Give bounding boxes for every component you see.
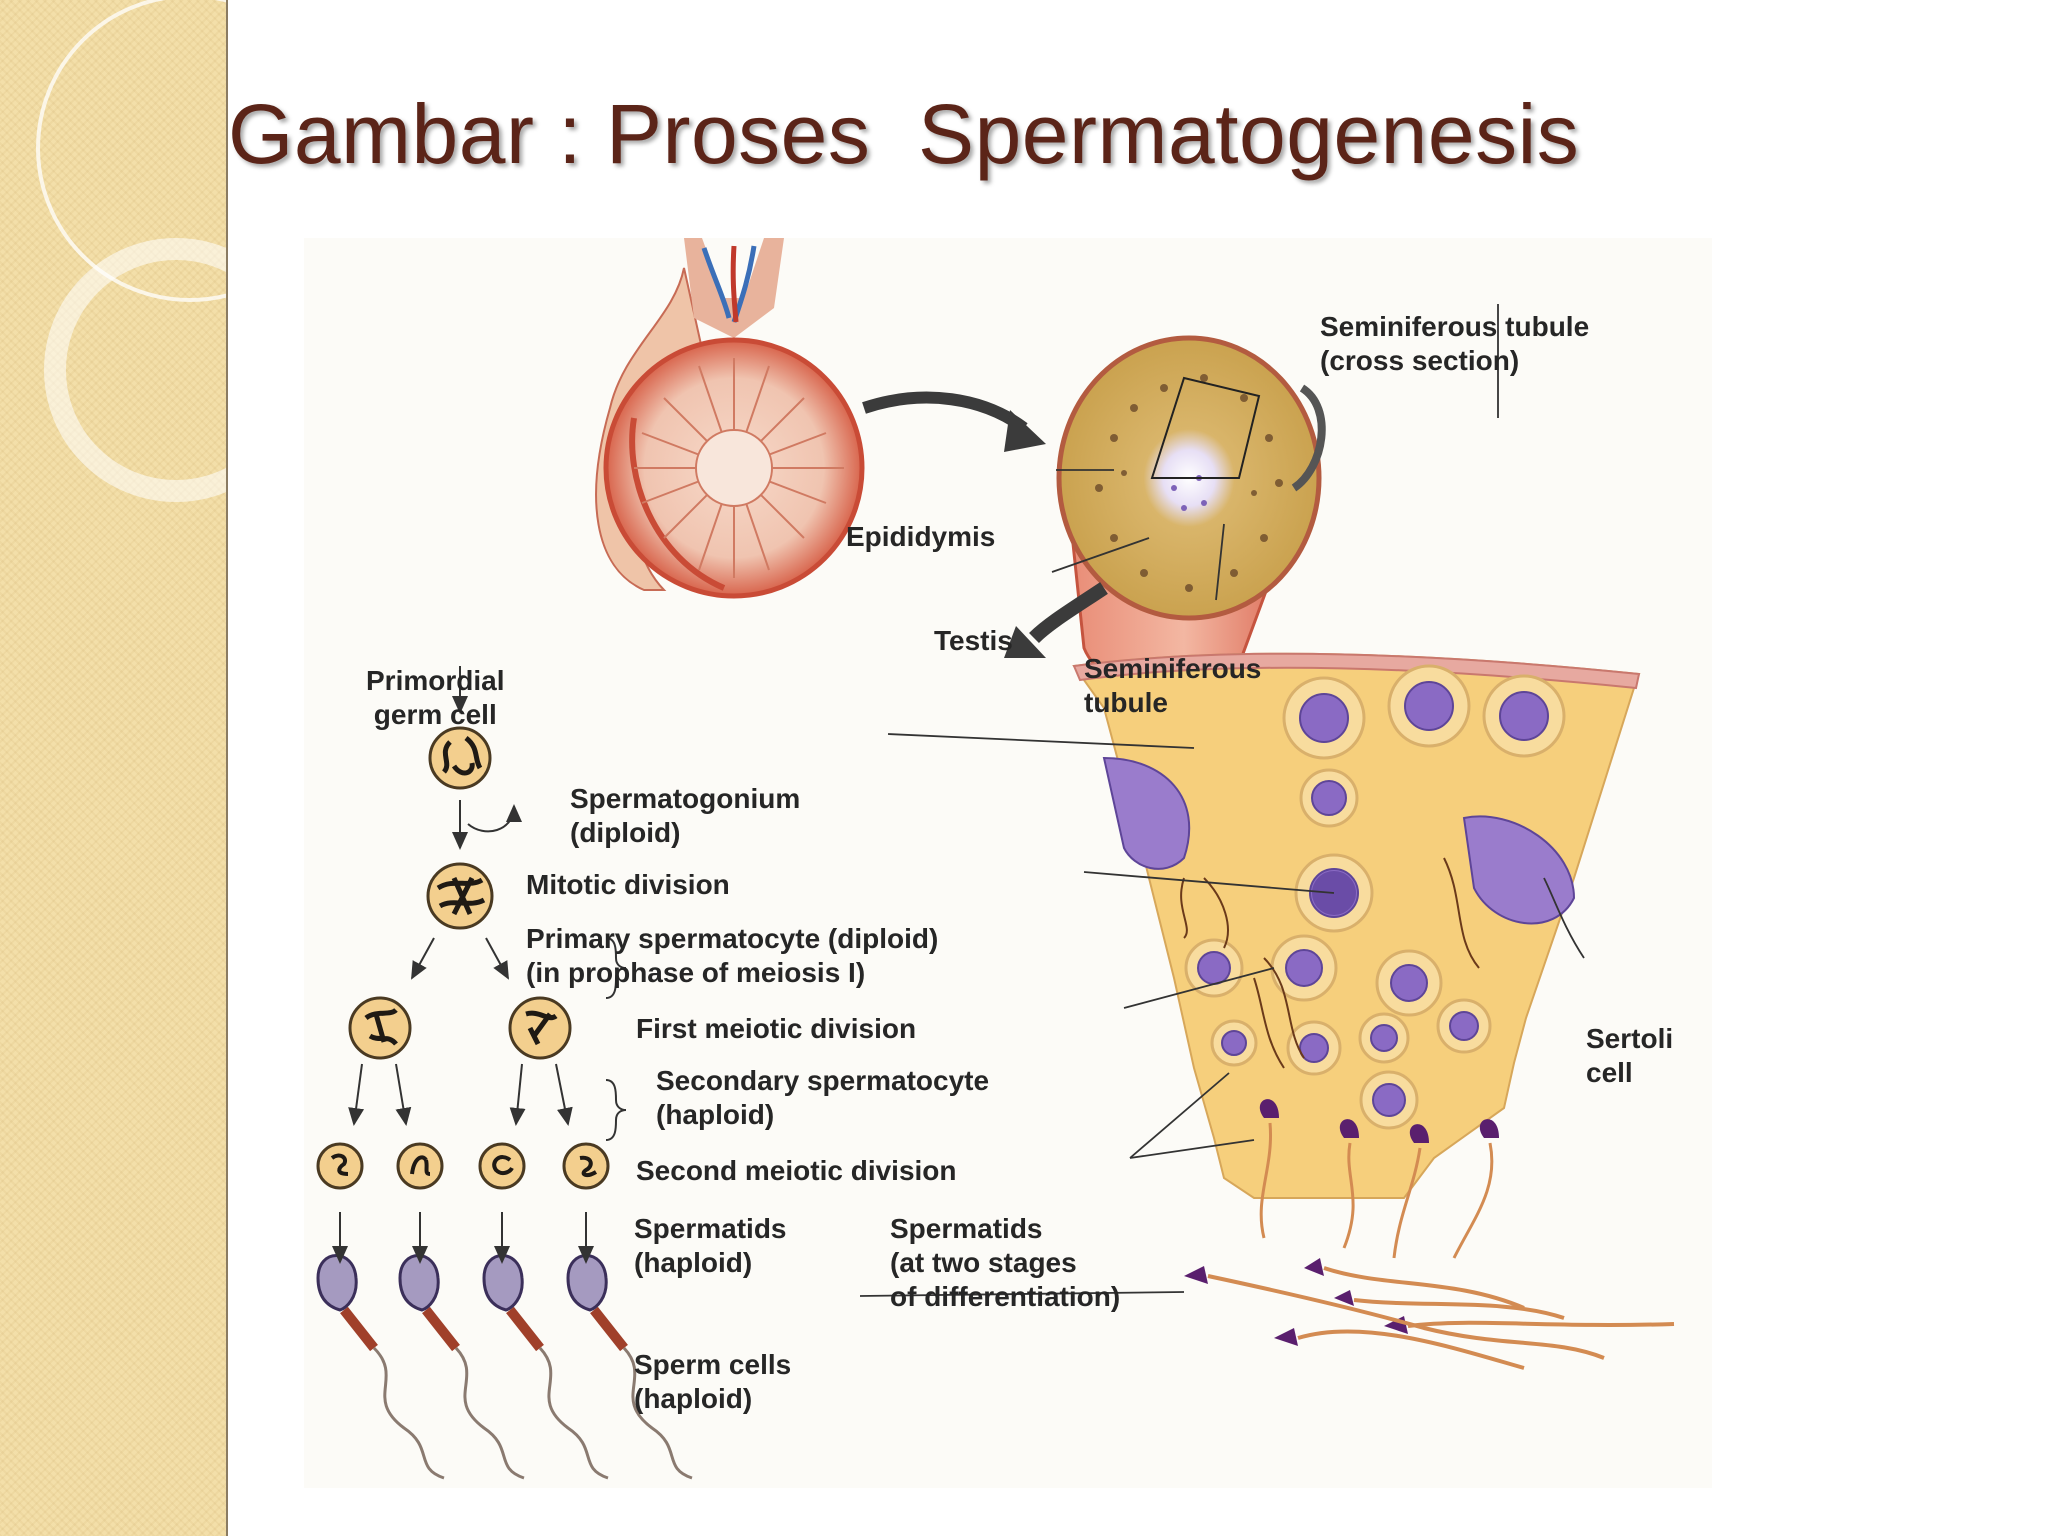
decorative-ring xyxy=(44,238,226,502)
leader-lines xyxy=(859,304,1585,1297)
figure-labels: Seminiferous tubule(cross section) Epidi… xyxy=(304,238,1712,1488)
cell-lineage xyxy=(316,726,693,1480)
tubule-cross-section xyxy=(1056,335,1326,697)
label-secondary-spermatocyte: Secondary spermatocyte(haploid) xyxy=(656,1065,990,1130)
bracket-second-meiotic xyxy=(605,1079,627,1141)
testis-illustration xyxy=(595,238,865,599)
label-spermatogonium: Spermatogonium(diploid) xyxy=(570,783,801,848)
bracket-first-meiotic xyxy=(605,937,627,999)
label-sperm-cells: Sperm cells(haploid) xyxy=(634,1349,792,1414)
label-second-meiotic-division: Second meiotic division xyxy=(636,1155,957,1186)
label-first-meiotic-division: First meiotic division xyxy=(636,1013,917,1044)
label-testis: Testis xyxy=(934,625,1013,656)
label-mitotic-division: Mitotic division xyxy=(526,869,730,900)
lineage-arrows xyxy=(332,666,594,1264)
label-epididymis: Epididymis xyxy=(846,521,996,552)
figure-drawing xyxy=(316,238,1675,1480)
epithelium-wedge xyxy=(1072,652,1641,1259)
label-spermatids: Spermatids(haploid) xyxy=(634,1213,787,1278)
decorative-sidebar xyxy=(0,0,228,1536)
label-primary-spermatocyte: Primary spermatocyte (diploid)(in propha… xyxy=(526,923,939,988)
mitotic-loop-arrow xyxy=(467,804,522,833)
spermatogenesis-figure xyxy=(304,238,1712,1488)
arrow-to-wedge xyxy=(1029,582,1108,644)
label-seminiferous-cross-section: Seminiferous tubule(cross section) xyxy=(1320,311,1590,376)
slide-title: Gambar : Proses Spermatogenesis xyxy=(228,87,1580,181)
released-sperm xyxy=(1184,1258,1408,1346)
